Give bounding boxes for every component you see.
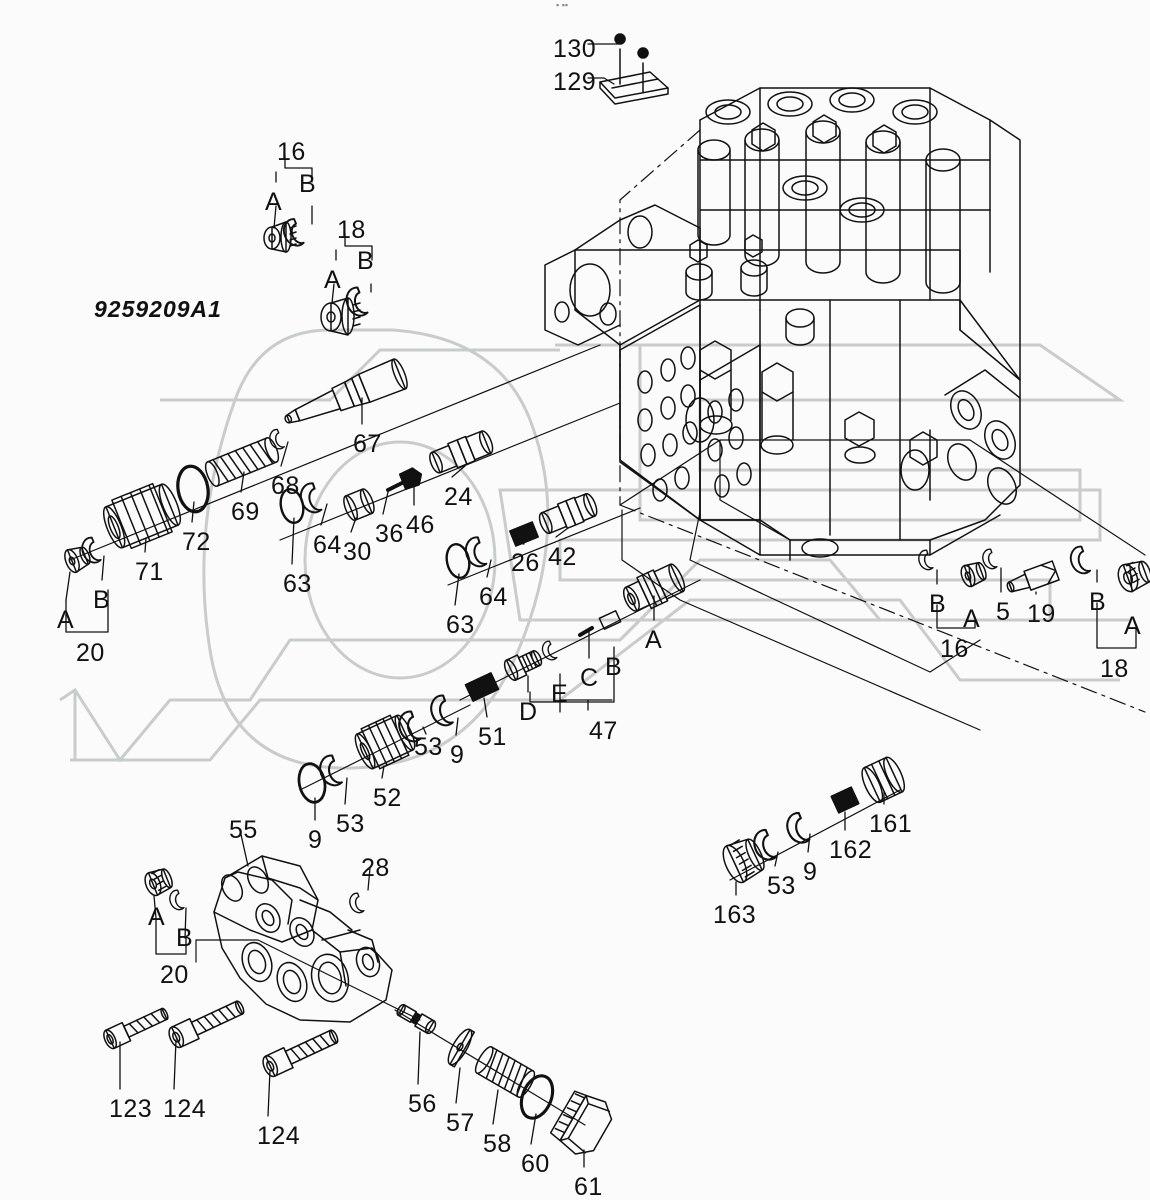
drawing-number: 9259209A1: [94, 296, 222, 322]
callout-5[interactable]: 5: [996, 598, 1011, 626]
leader-lines: [65, 43, 1137, 1168]
callout-55[interactable]: 55: [229, 816, 258, 844]
callout-56[interactable]: 56: [408, 1090, 437, 1118]
callout-67[interactable]: 67: [353, 430, 382, 458]
callout-46[interactable]: 46: [406, 511, 435, 539]
callout-16[interactable]: 16: [940, 635, 969, 663]
part-16-plug-upper: [263, 221, 297, 253]
callout-16[interactable]: 16: [277, 138, 306, 166]
callout-a[interactable]: A: [1124, 612, 1141, 640]
callout-24[interactable]: 24: [444, 483, 473, 511]
pilot-valve-housing-55: [213, 855, 393, 1023]
callout-53[interactable]: 53: [336, 810, 365, 838]
callout-42[interactable]: 42: [548, 543, 577, 571]
callout-b[interactable]: B: [299, 170, 316, 198]
plug-assembly-163: [722, 756, 906, 884]
callout-57[interactable]: 57: [446, 1109, 475, 1137]
callout-163[interactable]: 163: [713, 901, 757, 929]
callout-47[interactable]: 47: [589, 717, 618, 745]
callout-30[interactable]: 30: [343, 538, 372, 566]
callout-69[interactable]: 69: [231, 498, 260, 526]
callout-68[interactable]: 68: [271, 472, 300, 500]
callout-9[interactable]: 9: [308, 826, 323, 854]
right-fasteners: [915, 544, 1150, 593]
callout-d[interactable]: D: [519, 698, 538, 726]
callout-c[interactable]: C: [580, 664, 599, 692]
part-129-plate: [599, 71, 669, 105]
callout-b[interactable]: B: [357, 247, 374, 275]
callout-61[interactable]: 61: [574, 1173, 603, 1201]
callout-51[interactable]: 51: [478, 723, 507, 751]
callout-63[interactable]: 63: [283, 570, 312, 598]
callout-9[interactable]: 9: [450, 741, 465, 769]
callout-130[interactable]: 130: [553, 35, 597, 63]
callout-162[interactable]: 162: [829, 836, 873, 864]
callout-53[interactable]: 53: [767, 872, 796, 900]
bolt-124-b: [262, 1029, 339, 1078]
spool-assembly-upper-left: [64, 344, 601, 574]
spool-assembly-center: [442, 492, 641, 586]
callout-60[interactable]: 60: [521, 1150, 550, 1178]
callout-20[interactable]: 20: [160, 961, 189, 989]
part-18-plug-upper: [320, 297, 361, 336]
callout-64[interactable]: 64: [479, 583, 508, 611]
callout-71[interactable]: 71: [135, 558, 164, 586]
callout-a[interactable]: A: [963, 605, 980, 633]
bolt-123: [103, 1007, 169, 1050]
part-18-oring-upper: [341, 285, 369, 321]
callout-129[interactable]: 129: [553, 68, 597, 96]
callout-124[interactable]: 124: [257, 1122, 301, 1150]
spool-assembly-52: [294, 693, 471, 807]
callout-63[interactable]: 63: [446, 611, 475, 639]
callout-a[interactable]: A: [265, 188, 282, 216]
callout-b[interactable]: B: [605, 653, 622, 681]
callout-124[interactable]: 124: [163, 1095, 207, 1123]
callout-20[interactable]: 20: [76, 639, 105, 667]
callout-a[interactable]: A: [324, 266, 341, 294]
part-58-spring: [474, 1046, 536, 1098]
callout-28[interactable]: 28: [361, 854, 390, 882]
callout-a[interactable]: A: [57, 606, 74, 634]
callout-36[interactable]: 36: [375, 520, 404, 548]
callout-18[interactable]: 18: [337, 216, 366, 244]
control-valve-body: [544, 87, 1021, 561]
callout-64[interactable]: 64: [313, 531, 342, 559]
part-19-bolt: [1006, 560, 1060, 593]
callout-26[interactable]: 26: [511, 549, 540, 577]
spool-assembly-47: [459, 563, 701, 702]
callout-b[interactable]: B: [93, 586, 110, 614]
part-130-pin: [614, 33, 649, 93]
callout-a[interactable]: A: [645, 626, 662, 654]
part-20-plug-lower: [144, 868, 173, 897]
callout-9[interactable]: 9: [803, 858, 818, 886]
part-57-washer: [447, 1028, 476, 1068]
callout-53[interactable]: 53: [414, 733, 443, 761]
callout-a[interactable]: A: [148, 903, 165, 931]
callout-72[interactable]: 72: [182, 528, 211, 556]
bolt-124-a: [168, 1000, 245, 1049]
callout-18[interactable]: 18: [1100, 655, 1129, 683]
part-61-plug: [549, 1090, 613, 1155]
spool-assembly-center-left: [276, 402, 621, 541]
callout-e[interactable]: E: [551, 680, 568, 708]
callout-19[interactable]: 19: [1027, 600, 1056, 628]
callout-b[interactable]: B: [1089, 588, 1106, 616]
callout-123[interactable]: 123: [109, 1095, 153, 1123]
callout-161[interactable]: 161: [869, 810, 913, 838]
top-edge-mark: ▪ ▪▪: [556, 0, 569, 10]
callout-52[interactable]: 52: [373, 784, 402, 812]
callout-58[interactable]: 58: [483, 1130, 512, 1158]
relief-valve-assembly-61: [394, 1003, 613, 1155]
callout-b[interactable]: B: [929, 590, 946, 618]
callout-b[interactable]: B: [176, 924, 193, 952]
